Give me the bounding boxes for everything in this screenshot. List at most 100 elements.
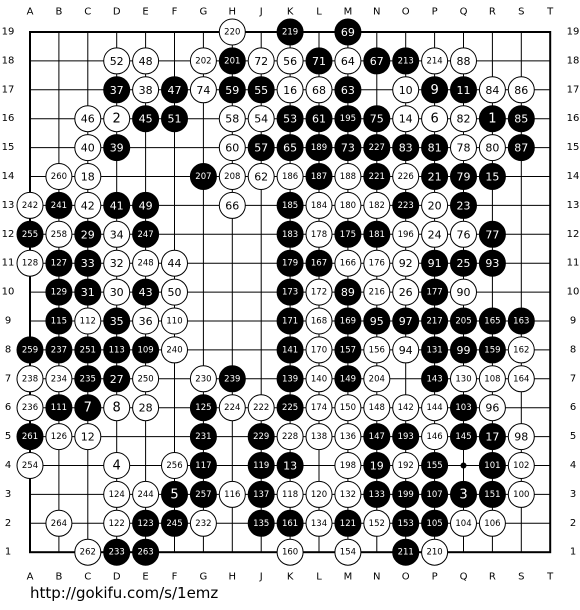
white-stone: 156 bbox=[363, 336, 391, 364]
stone-circle bbox=[334, 509, 362, 537]
black-stone: 189 bbox=[305, 134, 333, 162]
stone-circle bbox=[363, 452, 391, 479]
stone-circle bbox=[276, 278, 304, 306]
col-label-top: F bbox=[172, 7, 178, 18]
move-number: 35 bbox=[110, 315, 124, 328]
move-number: 37 bbox=[110, 84, 124, 97]
col-label-top: C bbox=[84, 7, 91, 18]
col-label-bottom: M bbox=[344, 572, 353, 583]
move-number: 134 bbox=[311, 519, 327, 529]
row-label-right: 2 bbox=[570, 518, 576, 529]
black-stone: 165 bbox=[478, 307, 506, 335]
white-stone: 68 bbox=[305, 76, 333, 104]
row-label-right: 14 bbox=[567, 171, 580, 182]
move-number: 251 bbox=[80, 345, 96, 355]
move-number: 93 bbox=[485, 257, 499, 270]
white-stone: 120 bbox=[305, 480, 333, 508]
move-number: 217 bbox=[426, 317, 442, 327]
move-number: 167 bbox=[311, 259, 327, 269]
row-label-right: 9 bbox=[570, 316, 576, 327]
stone-circle bbox=[334, 394, 362, 422]
move-number: 231 bbox=[195, 432, 211, 442]
move-number: 213 bbox=[398, 56, 414, 66]
row-label-left: 9 bbox=[5, 316, 11, 327]
move-number: 84 bbox=[485, 84, 499, 97]
stone-circle bbox=[450, 249, 477, 277]
white-stone: 84 bbox=[478, 76, 506, 104]
move-number: 181 bbox=[369, 230, 385, 240]
move-number: 148 bbox=[369, 403, 385, 413]
move-number: 26 bbox=[399, 286, 413, 299]
white-stone: 196 bbox=[392, 220, 420, 248]
stone-circle bbox=[478, 105, 506, 133]
move-number: 13 bbox=[283, 460, 297, 473]
move-number: 136 bbox=[340, 432, 356, 442]
black-stone: 131 bbox=[421, 336, 449, 364]
black-stone: 137 bbox=[247, 480, 275, 508]
black-stone: 83 bbox=[392, 134, 420, 162]
white-stone: 264 bbox=[45, 509, 73, 537]
black-stone: 245 bbox=[161, 509, 188, 537]
row-label-left: 4 bbox=[5, 460, 11, 471]
stone-circle bbox=[189, 47, 217, 75]
stone-circle bbox=[16, 191, 44, 219]
black-stone: 65 bbox=[276, 134, 304, 162]
move-number: 216 bbox=[369, 288, 385, 298]
move-number: 110 bbox=[166, 317, 182, 327]
white-stone: 108 bbox=[478, 365, 506, 393]
white-stone: 110 bbox=[161, 307, 188, 335]
stone-circle bbox=[132, 538, 160, 566]
move-number: 152 bbox=[369, 519, 385, 529]
white-stone: 36 bbox=[132, 307, 160, 335]
black-stone: 255 bbox=[16, 220, 44, 248]
move-number: 155 bbox=[426, 461, 442, 471]
move-number: 40 bbox=[81, 142, 95, 155]
col-label-top: H bbox=[229, 7, 237, 18]
stone-circle bbox=[450, 480, 477, 508]
stone-circle bbox=[478, 307, 506, 335]
move-number: 255 bbox=[22, 230, 38, 240]
black-stone: 155 bbox=[421, 452, 449, 479]
col-label-top: D bbox=[113, 7, 121, 18]
move-number: 165 bbox=[484, 317, 500, 327]
white-stone: 242 bbox=[16, 191, 44, 219]
stone-circle bbox=[132, 336, 160, 364]
black-stone: 223 bbox=[392, 191, 420, 219]
black-stone: 133 bbox=[363, 480, 391, 508]
move-number: 143 bbox=[426, 374, 442, 384]
white-stone: 188 bbox=[334, 163, 362, 190]
black-stone: 263 bbox=[132, 538, 160, 566]
col-label-top: K bbox=[287, 7, 294, 18]
black-stone: 77 bbox=[478, 220, 506, 248]
col-label-bottom: R bbox=[489, 572, 496, 583]
stone-circle bbox=[16, 249, 44, 277]
black-stone: 167 bbox=[305, 249, 333, 277]
white-stone: 254 bbox=[16, 452, 44, 479]
black-stone: 45 bbox=[132, 105, 160, 133]
black-stone: 235 bbox=[74, 365, 102, 393]
white-stone: 28 bbox=[132, 394, 160, 422]
stone-circle bbox=[45, 307, 73, 335]
stone-circle bbox=[392, 452, 420, 479]
move-number: 72 bbox=[254, 55, 268, 68]
row-label-left: 17 bbox=[2, 84, 15, 95]
source-url[interactable]: http://gokifu.com/s/1emz bbox=[30, 584, 219, 602]
move-number: 244 bbox=[137, 490, 153, 500]
move-number: 117 bbox=[195, 461, 211, 471]
white-stone: 178 bbox=[305, 220, 333, 248]
stone-circle bbox=[189, 480, 217, 508]
move-number: 140 bbox=[311, 374, 327, 384]
move-number: 61 bbox=[312, 113, 326, 126]
col-label-top: L bbox=[316, 7, 322, 18]
move-number: 78 bbox=[457, 142, 471, 155]
move-number: 90 bbox=[457, 286, 471, 299]
move-number: 232 bbox=[195, 519, 211, 529]
stone-circle bbox=[276, 105, 304, 133]
white-stone: 74 bbox=[189, 76, 217, 104]
stone-circle bbox=[247, 134, 275, 162]
stone-circle bbox=[421, 191, 449, 219]
stone-circle bbox=[392, 134, 420, 162]
white-stone: 172 bbox=[305, 278, 333, 306]
white-stone: 16 bbox=[276, 76, 304, 104]
black-stone: 61 bbox=[305, 105, 333, 133]
